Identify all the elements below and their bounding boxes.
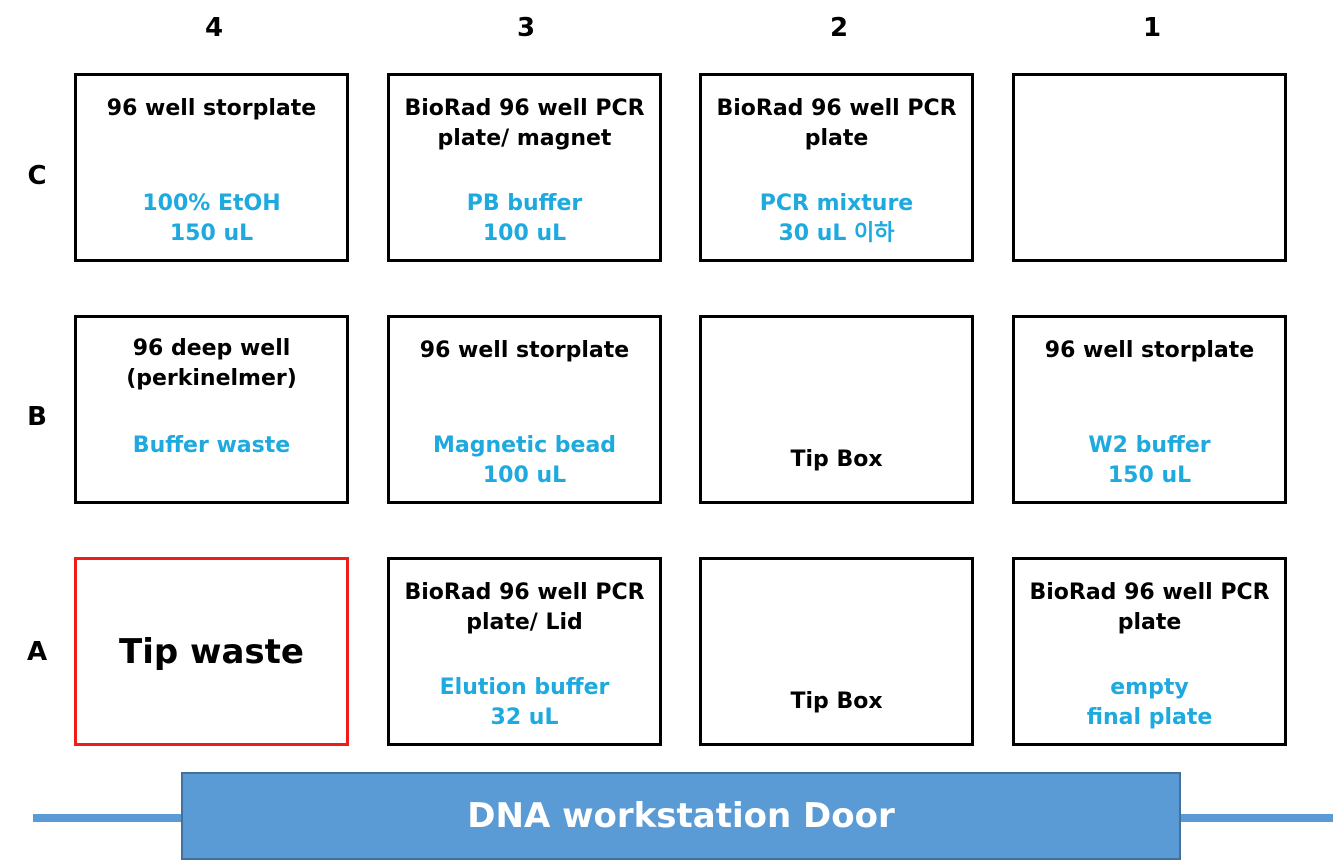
slot-contents: W2 buffer 150 uL	[1088, 433, 1211, 488]
plate-type: 96 deep well (perkinelmer)	[126, 336, 297, 391]
column-label-4: 4	[204, 13, 224, 43]
plate-type: BioRad 96 well PCR plate	[716, 96, 957, 151]
slot-b2: Tip Box	[699, 315, 974, 504]
slot-contents: empty final plate	[1086, 675, 1213, 730]
slot-c3: BioRad 96 well PCR plate/ magnet PB buff…	[387, 73, 662, 262]
slot-contents: Tip Box	[790, 689, 883, 714]
slot-contents: Elution buffer 32 uL	[439, 675, 610, 730]
plate-type: 96 well storplate	[106, 96, 317, 121]
slot-b4: 96 deep well (perkinelmer) Buffer waste	[74, 315, 349, 504]
column-label-3: 3	[516, 13, 536, 43]
slot-a3: BioRad 96 well PCR plate/ Lid Elution bu…	[387, 557, 662, 746]
door-rail-left	[33, 814, 183, 822]
slot-c1	[1012, 73, 1287, 262]
plate-type: BioRad 96 well PCR plate/ Lid	[404, 580, 645, 635]
slot-contents: PCR mixture 30 uL 이하	[759, 191, 914, 246]
column-label-1: 1	[1142, 13, 1162, 43]
slot-c4: 96 well storplate 100% EtOH 150 uL	[74, 73, 349, 262]
column-label-2: 2	[829, 13, 849, 43]
slot-contents: Buffer waste	[132, 433, 291, 458]
slot-a4: Tip waste	[74, 557, 349, 746]
row-label-b: B	[27, 402, 47, 432]
slot-contents: Tip Box	[790, 447, 883, 472]
slot-contents: 100% EtOH 150 uL	[142, 191, 281, 246]
slot-a1: BioRad 96 well PCR plate empty final pla…	[1012, 557, 1287, 746]
workstation-door: DNA workstation Door	[181, 772, 1181, 860]
slot-a2: Tip Box	[699, 557, 974, 746]
slot-c2: BioRad 96 well PCR plate PCR mixture 30 …	[699, 73, 974, 262]
slot-b1: 96 well storplate W2 buffer 150 uL	[1012, 315, 1287, 504]
row-label-a: A	[26, 637, 48, 667]
slot-b3: 96 well storplate Magnetic bead 100 uL	[387, 315, 662, 504]
plate-type: 96 well storplate	[1044, 338, 1255, 363]
tip-waste-label: Tip waste	[119, 632, 304, 672]
door-rail-right	[1179, 814, 1333, 822]
slot-contents: Magnetic bead 100 uL	[432, 433, 617, 488]
slot-contents: PB buffer 100 uL	[466, 191, 583, 246]
plate-type: BioRad 96 well PCR plate	[1029, 580, 1270, 635]
door-label: DNA workstation Door	[467, 796, 895, 836]
plate-type: BioRad 96 well PCR plate/ magnet	[404, 96, 645, 151]
plate-type: 96 well storplate	[419, 338, 630, 363]
row-label-c: C	[27, 161, 47, 191]
